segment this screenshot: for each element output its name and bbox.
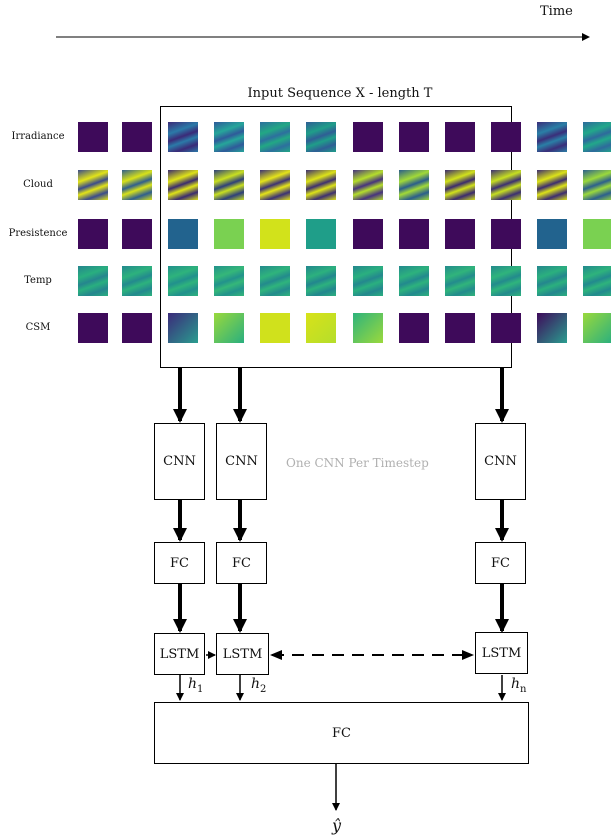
feature-tile [306,122,336,152]
lstm-label: LSTM [159,646,200,662]
feature-tile [214,219,244,249]
fc-label: FC [170,555,189,571]
lstm-label: LSTM [481,645,522,661]
output-y-hat: ŷ [332,816,342,835]
feature-tile [445,170,475,200]
feature-tile [122,219,152,249]
feature-tile [353,219,383,249]
feature-tile [78,266,108,296]
cnn-block-n: CNN [475,423,526,500]
fc-block-1: FC [154,542,205,584]
feature-tile [306,266,336,296]
feature-tile [399,266,429,296]
feature-tile [168,266,198,296]
feature-tile [445,122,475,152]
lstm-block-n: LSTM [475,632,528,674]
fc-block-2: FC [216,542,267,584]
feature-tile [168,313,198,343]
feature-tile [491,122,521,152]
feature-tile [260,266,290,296]
cnn-block-2: CNN [216,423,267,500]
one-cnn-per-timestep-note: One CNN Per Timestep [286,456,429,470]
feature-tile [491,219,521,249]
feature-tile [78,313,108,343]
feature-tile [537,266,567,296]
feature-tile [583,170,611,200]
row-label: CSM [25,322,51,333]
feature-tile [445,266,475,296]
feature-tile [537,122,567,152]
feature-tile [78,219,108,249]
feature-tile [399,313,429,343]
feature-tile [260,313,290,343]
feature-tile [583,219,611,249]
feature-tile [122,122,152,152]
row-label: Cloud [23,179,53,190]
feature-tile [214,313,244,343]
feature-tile [399,219,429,249]
feature-tile [353,122,383,152]
lstm-label: LSTM [222,646,263,662]
feature-tile [306,219,336,249]
feature-tile [168,219,198,249]
feature-tile [214,170,244,200]
hidden-state-1-label: h1 [188,676,204,695]
feature-tile [537,313,567,343]
feature-tile [168,122,198,152]
feature-tile [445,313,475,343]
final-fc-label: FC [332,725,351,741]
feature-tile [445,219,475,249]
feature-tile [583,266,611,296]
feature-tile [306,313,336,343]
feature-tile [78,170,108,200]
fc-label: FC [232,555,251,571]
feature-tile [353,313,383,343]
feature-tile [537,219,567,249]
cnn-block-1: CNN [154,423,205,500]
feature-tile [78,122,108,152]
hidden-state-2-label: h2 [251,676,267,695]
fc-block-n: FC [475,542,526,584]
feature-tile [491,170,521,200]
row-label: Irradiance [11,131,65,142]
feature-tile [537,170,567,200]
feature-tile [353,266,383,296]
fc-label: FC [491,555,510,571]
row-label: Temp [24,275,52,286]
feature-tile [399,122,429,152]
feature-tile [168,170,198,200]
feature-tile [260,170,290,200]
feature-tile [583,122,611,152]
hidden-state-n-label: hn [511,676,527,695]
final-fc-block: FC [154,702,529,764]
feature-tile [491,313,521,343]
feature-tile [260,219,290,249]
feature-tile [306,170,336,200]
feature-tile [122,266,152,296]
sequence-title: Input Sequence X - length T [247,86,433,101]
feature-tile [122,313,152,343]
feature-tile [353,170,383,200]
feature-tile [122,170,152,200]
row-label: Presistence [8,228,68,239]
cnn-label: CNN [163,454,196,469]
time-label: Time [540,4,573,19]
feature-tile [399,170,429,200]
cnn-label: CNN [225,454,258,469]
lstm-block-1: LSTM [154,633,205,675]
cnn-label: CNN [484,454,517,469]
feature-tile [214,122,244,152]
feature-tile [491,266,521,296]
lstm-block-2: LSTM [216,633,269,675]
feature-tile [260,122,290,152]
feature-tile [583,313,611,343]
feature-tile [214,266,244,296]
